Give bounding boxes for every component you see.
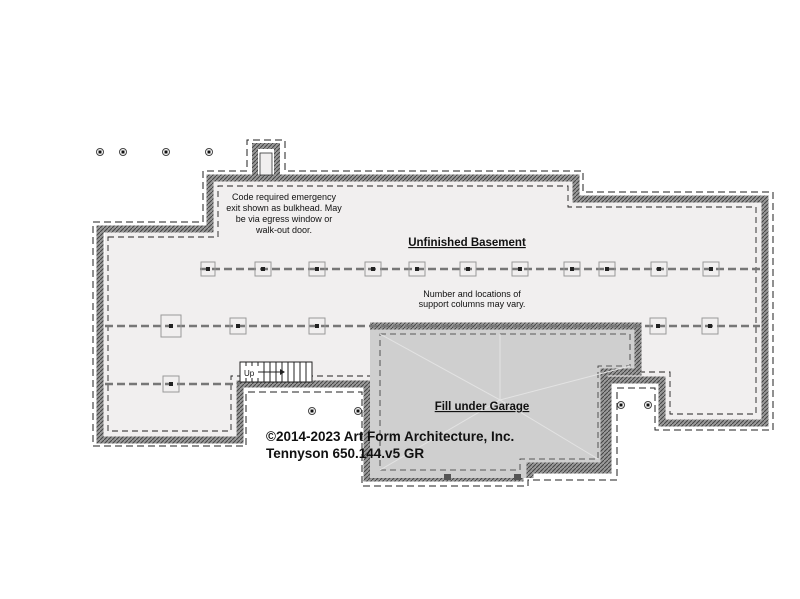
column-pad: [160, 314, 182, 338]
garage-footing-right: [514, 474, 521, 480]
plan-id-line: Tennyson 650.144.v5 GR: [266, 446, 424, 461]
bulkhead-opening: [259, 152, 273, 176]
column-pad: [650, 261, 668, 277]
copyright-line: ©2014-2023 Art Form Architecture, Inc.: [266, 429, 514, 444]
columns-note: Number and locations of support columns …: [419, 289, 526, 309]
pier: [162, 148, 170, 156]
stair-up-label: Up: [244, 369, 255, 378]
pier: [354, 407, 362, 415]
column-pad: [364, 261, 382, 277]
garage-inner-dash: [379, 333, 631, 471]
column-pad: [408, 261, 426, 277]
column-pad: [459, 261, 477, 277]
note-line: Code required emergency: [232, 192, 337, 202]
column-pad: [598, 261, 616, 277]
column-pad: [162, 375, 180, 393]
pier: [205, 148, 213, 156]
note-line: Number and locations of: [423, 289, 521, 299]
pier: [96, 148, 104, 156]
pier: [617, 401, 625, 409]
column-pad: [308, 317, 326, 335]
note-line: be via egress window or: [236, 214, 333, 224]
column-pad: [229, 317, 247, 335]
column-pad: [563, 261, 581, 277]
column-pad: [649, 317, 667, 335]
deck-piers: [96, 148, 652, 415]
column-pad: [308, 261, 326, 277]
pier: [308, 407, 316, 415]
note-line: support columns may vary.: [419, 299, 526, 309]
column-pad: [702, 261, 720, 277]
column-points-middle: [169, 324, 712, 328]
column-pad: [200, 261, 216, 277]
column-pad: [511, 261, 529, 277]
room-label-unfinished-basement: Unfinished Basement: [408, 237, 526, 249]
column-row-middle: [160, 314, 719, 338]
bulkhead-wall: [252, 143, 280, 178]
footing-outline-outer: [92, 139, 774, 487]
garage-diagonals: [379, 333, 631, 471]
emergency-exit-note: Code required emergency exit shown as bu…: [226, 192, 342, 235]
note-line: exit shown as bulkhead. May: [226, 203, 342, 213]
column-points-upper: [206, 267, 713, 271]
pier: [119, 148, 127, 156]
room-label-fill-under-garage: Fill under Garage: [435, 401, 530, 413]
stairs: [239, 361, 313, 383]
pier: [644, 401, 652, 409]
column-pad: [254, 261, 272, 277]
stair-arrow-head: [280, 369, 285, 375]
note-line: walk-out door.: [255, 225, 312, 235]
column-pad: [701, 317, 719, 335]
column-row-upper: [200, 261, 720, 277]
garage-footing-left: [444, 474, 451, 480]
